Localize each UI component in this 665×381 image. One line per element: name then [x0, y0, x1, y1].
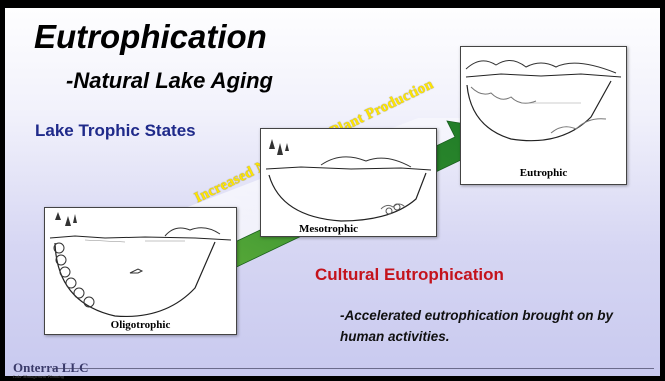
frame-left-border — [0, 0, 5, 381]
mesotrophic-lake-illustration — [261, 129, 436, 236]
oligotrophic-lake-illustration — [45, 208, 236, 334]
oligotrophic-caption: Oligotrophic — [45, 319, 236, 331]
cultural-eutrophication-title: Cultural Eutrophication — [315, 265, 504, 285]
eutrophic-lake-card: Eutrophic — [460, 46, 627, 185]
oligotrophic-lake-card: Oligotrophic — [44, 207, 237, 335]
onterra-logo: Onterra LLC Lake Management Planning — [13, 360, 88, 379]
frame-right-border — [660, 0, 665, 381]
mesotrophic-lake-card: Mesotrophic — [260, 128, 437, 237]
frame-top-border — [0, 0, 665, 8]
logo-name: Onterra LLC — [13, 360, 88, 375]
eutrophic-caption: Eutrophic — [461, 167, 626, 179]
footer-divider — [52, 368, 654, 369]
trophic-states-heading: Lake Trophic States — [35, 121, 196, 141]
slide-subtitle: -Natural Lake Aging — [66, 68, 273, 94]
mesotrophic-caption: Mesotrophic — [241, 223, 416, 235]
cultural-eutrophication-description: -Accelerated eutrophication brought on b… — [340, 305, 650, 347]
eutrophic-lake-illustration — [461, 47, 626, 184]
frame-bottom-border — [0, 376, 665, 381]
slide-title: Eutrophication — [34, 18, 267, 56]
